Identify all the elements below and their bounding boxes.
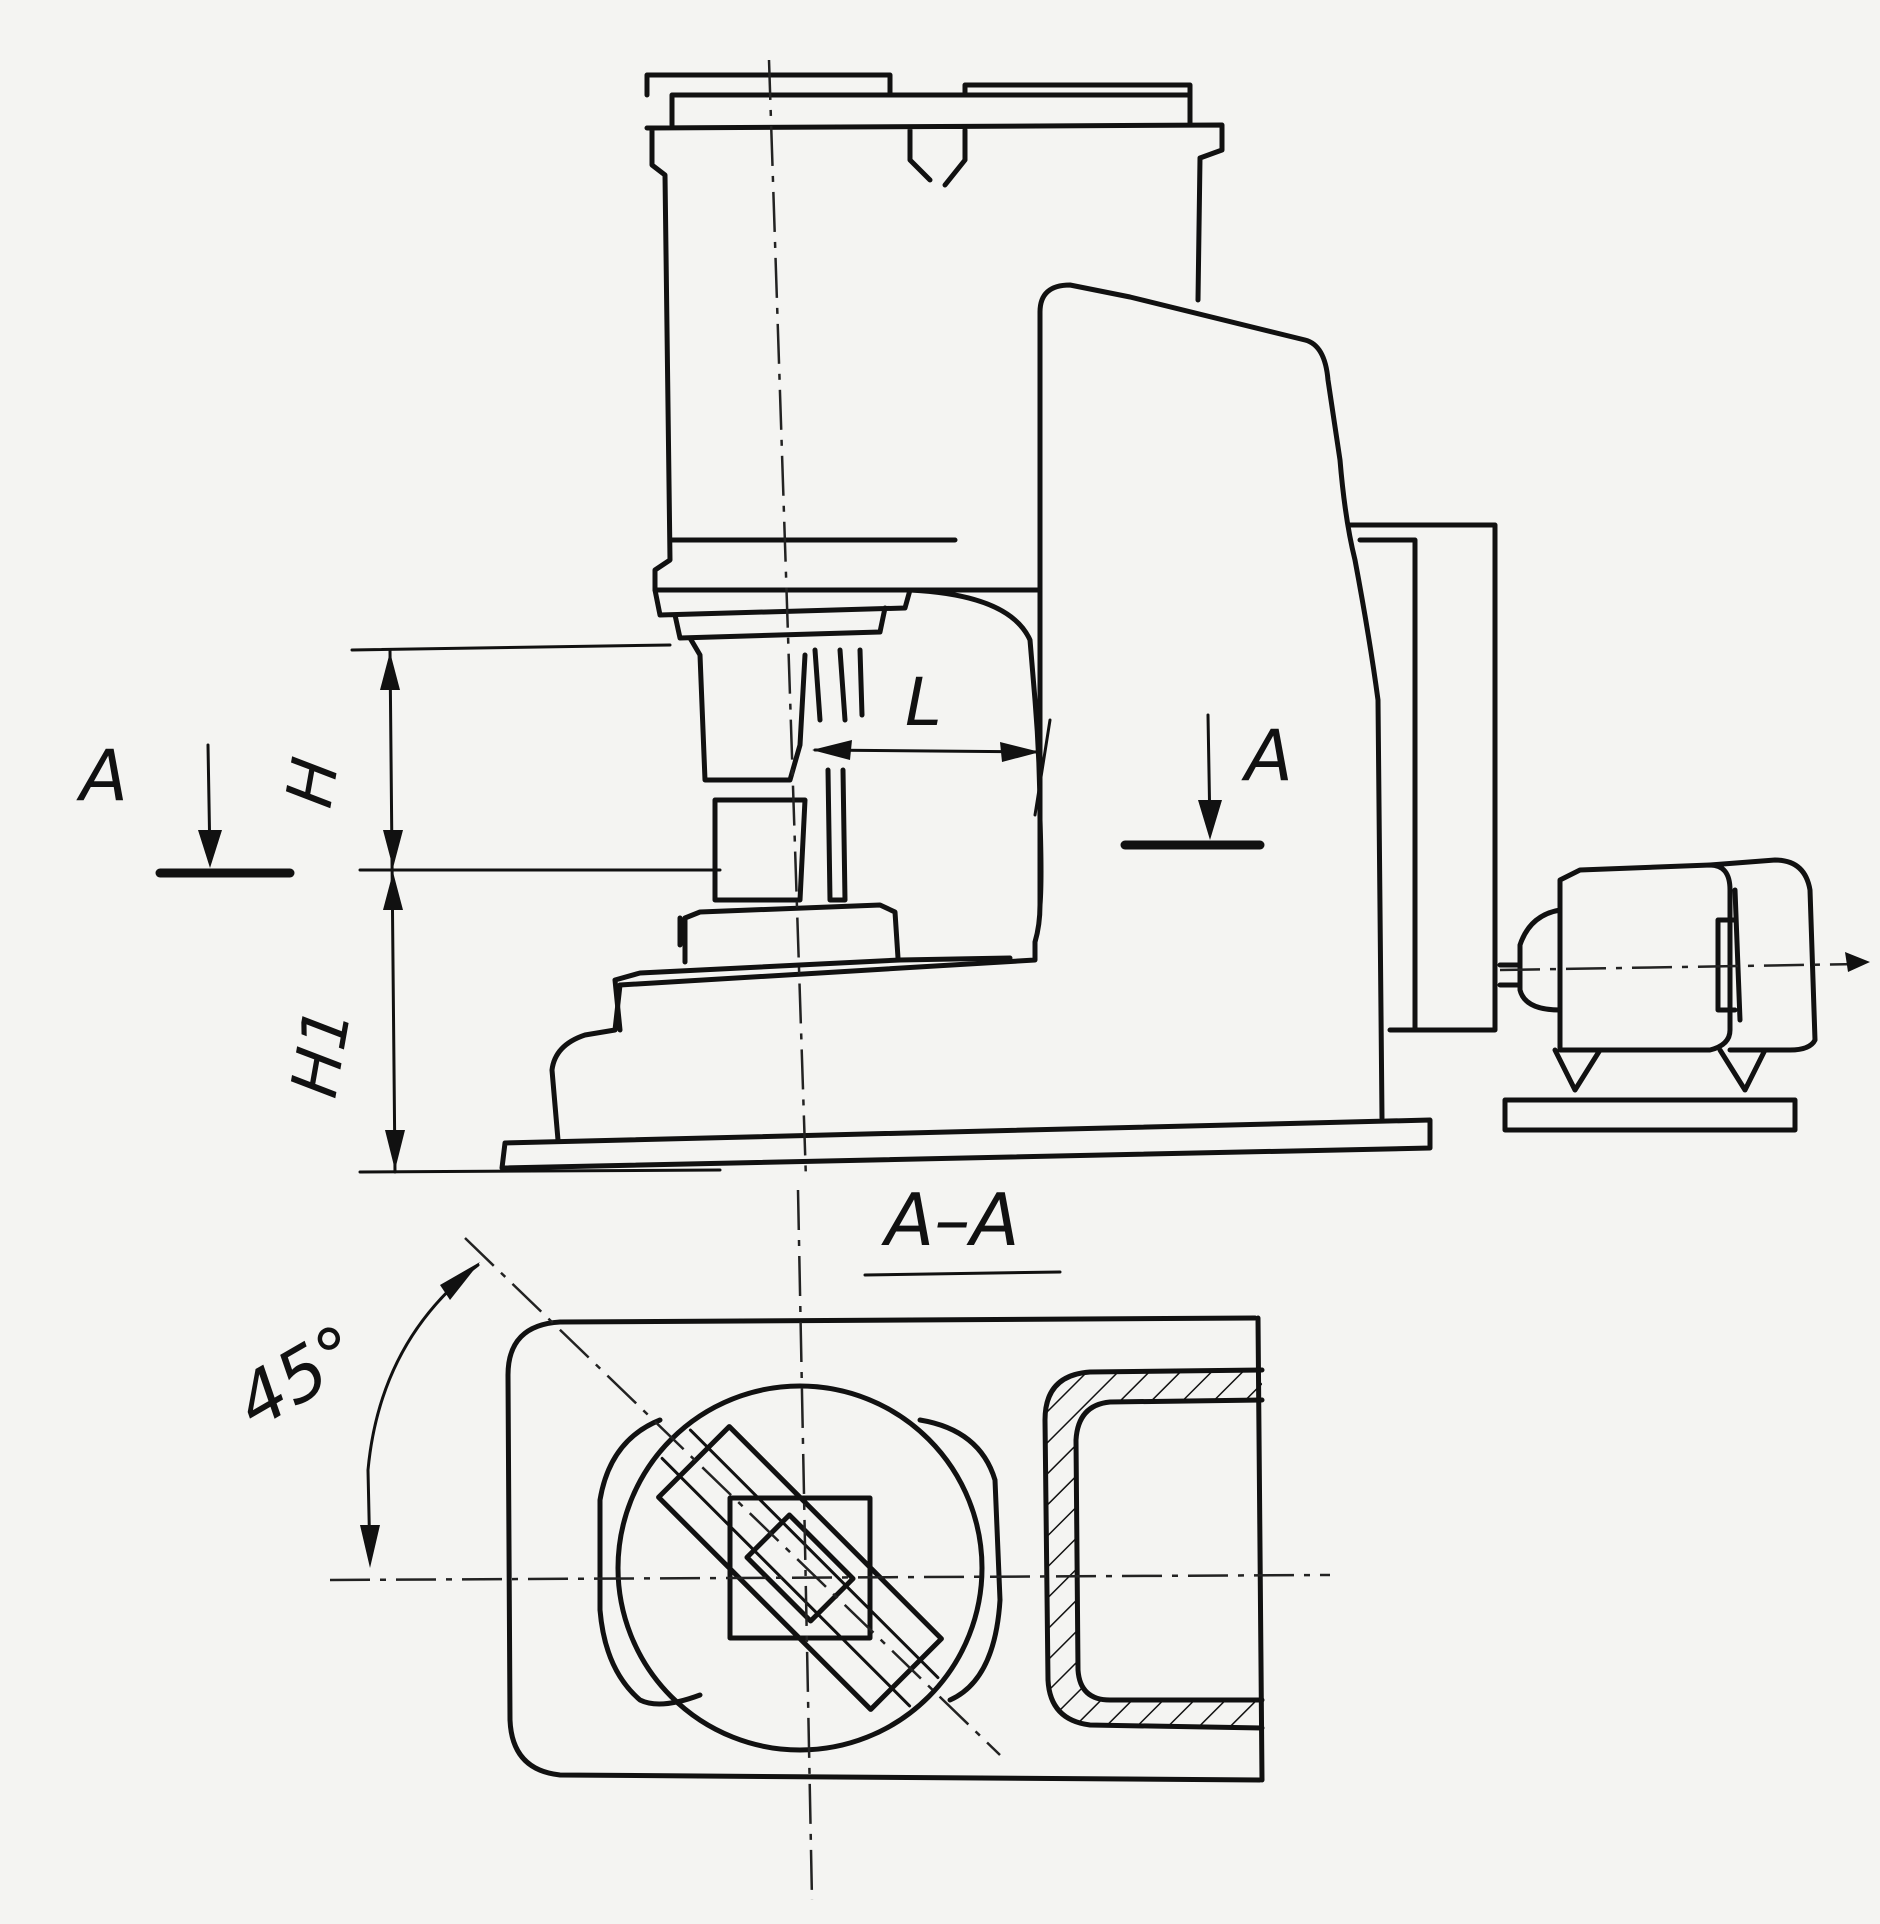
elevation-view: H H1 L A A	[76, 59, 1870, 1181]
section-mark-left-label: A	[76, 735, 128, 817]
dimension-h: H H1	[273, 643, 722, 1174]
ram-cap-right	[962, 82, 1193, 113]
section-horizontal-axis	[329, 1573, 1331, 1582]
ram-neck	[652, 587, 913, 641]
dim-h-label: H	[273, 753, 354, 813]
section-title: A–A	[881, 1178, 1020, 1262]
section-anvil-flats	[597, 1417, 703, 1707]
frame-throat	[907, 587, 1044, 908]
upper-die	[687, 635, 808, 783]
section-mark-right: A	[1120, 713, 1293, 850]
frame-foot	[549, 282, 1385, 1143]
section-vertical-axis	[796, 1189, 814, 1901]
anvil-lower-step	[612, 955, 1013, 1033]
tup	[712, 797, 808, 903]
motor-axis	[1499, 962, 1861, 972]
dim-h1-label: H1	[278, 1002, 366, 1102]
section-view: A–A 45°	[222, 1178, 1331, 1901]
section-column-hatched	[1045, 1370, 1262, 1728]
tup-rods	[812, 647, 865, 723]
section-anvil-circle	[615, 1383, 985, 1753]
ram-axis	[767, 59, 808, 1181]
angle-label: 45°	[222, 1308, 375, 1445]
anvil-block	[682, 902, 901, 965]
ram-cylinder	[644, 92, 1225, 593]
section-mark-right-label: A	[1241, 715, 1293, 797]
section-mark-left: A	[76, 735, 295, 878]
angle-dimension: 45°	[222, 1262, 480, 1568]
electric-motor	[1497, 857, 1818, 1133]
section-diagonal-axis	[464, 1237, 1001, 1756]
dimension-l: L	[812, 664, 1052, 817]
dim-l-label: L	[905, 664, 942, 741]
base-plate	[499, 1117, 1433, 1171]
tup-stem	[825, 767, 848, 903]
section-frame-outline	[505, 1315, 1263, 1783]
section-die	[656, 1424, 944, 1712]
motor-bracket	[1347, 522, 1498, 1033]
